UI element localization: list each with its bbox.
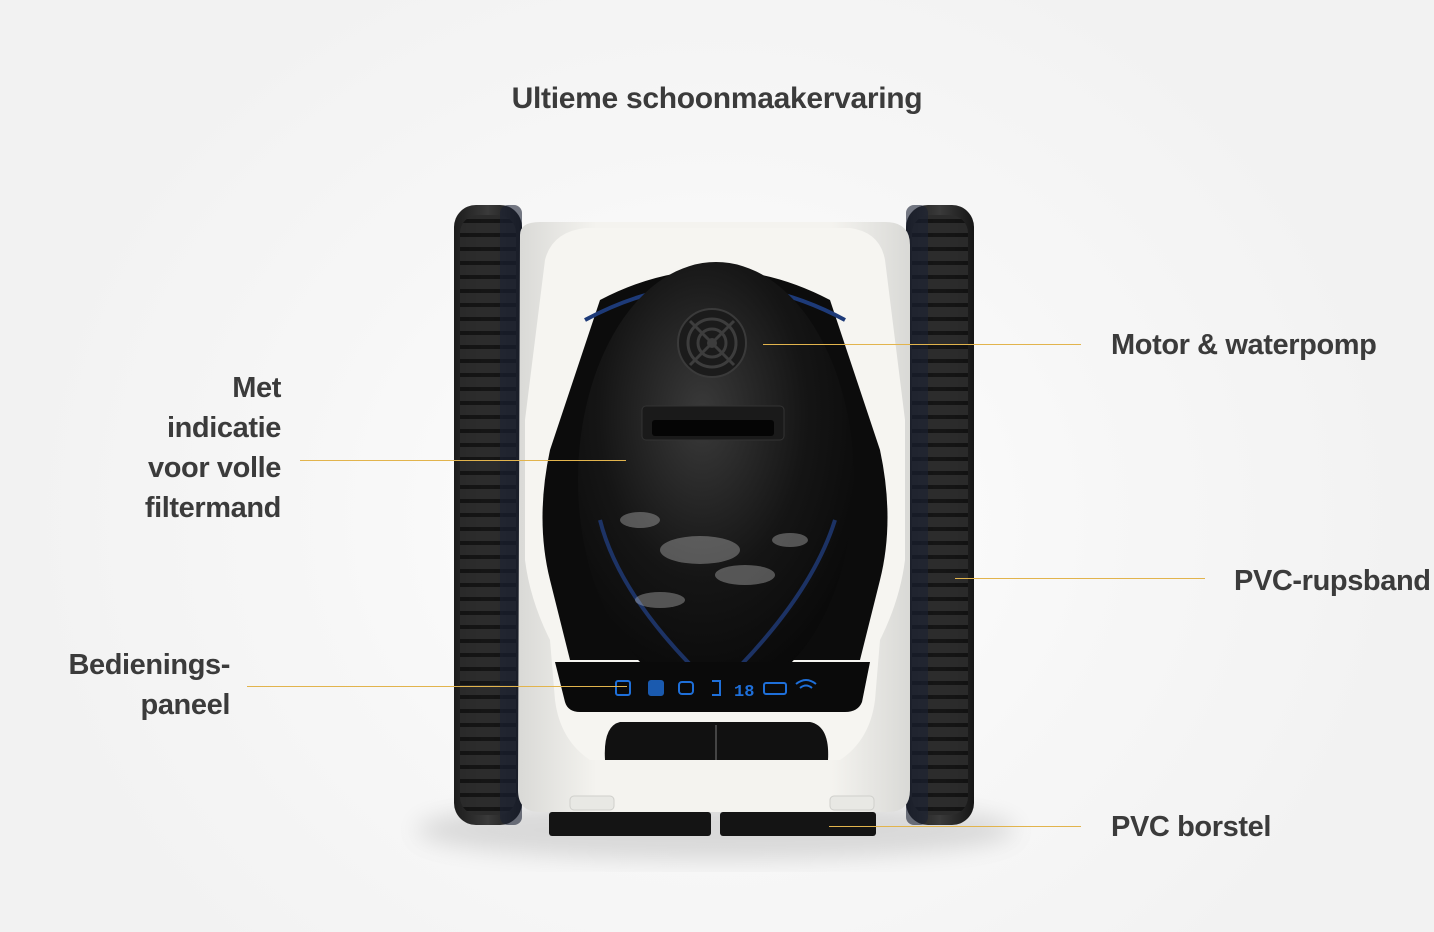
filter-label-line: voor volle xyxy=(148,452,281,484)
panel-label-line: Bedienings- xyxy=(68,649,230,681)
motor-label: Motor & waterpomp xyxy=(1111,329,1377,361)
filter-callout-line xyxy=(300,460,626,461)
track-label: PVC-rupsband xyxy=(1234,565,1431,597)
filter-label-line: indicatie xyxy=(166,412,281,444)
filter-label-line: Met xyxy=(232,372,281,404)
page-title: Ultieme schoonmaakervaring xyxy=(511,82,923,115)
control-panel-icons xyxy=(615,679,817,696)
track-callout-line xyxy=(955,578,1205,579)
filter-indicator-label: Met indicatie voor volle filtermand xyxy=(144,368,282,528)
filter-label-line: filtermand xyxy=(144,492,282,524)
brush-label: PVC borstel xyxy=(1111,811,1271,843)
right-track xyxy=(906,205,974,825)
control-panel-label: Bedienings- paneel xyxy=(68,645,230,725)
fan-grille-icon xyxy=(677,308,747,378)
brush-callout-line xyxy=(829,826,1081,827)
panel-label-line: paneel xyxy=(140,689,231,721)
panel-counter: 18 xyxy=(734,683,754,702)
motor-callout-line xyxy=(763,344,1081,345)
panel-callout-line xyxy=(247,686,627,687)
left-track xyxy=(454,205,522,825)
